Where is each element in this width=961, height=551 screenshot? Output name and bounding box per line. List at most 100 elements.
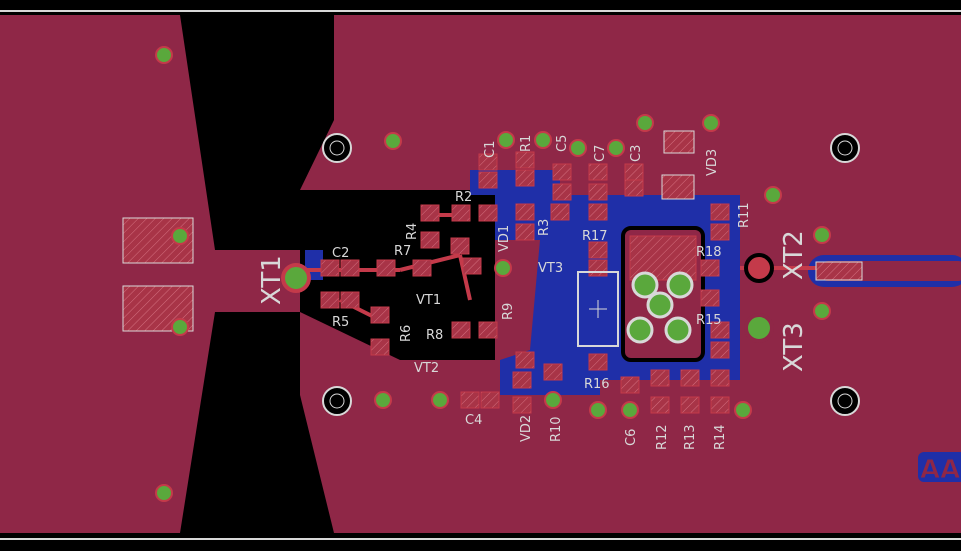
silkscreen-labels: XT1 XT2 XT3 C1 C2 C3 C4 C5 C6 C7 R1 R2 R… [257,135,809,450]
smd-pad [420,204,440,222]
label-vt1: VT1 [416,293,441,308]
label-vd3: VD3 [705,149,720,176]
smd-pad [370,306,390,324]
smd-pad [588,183,608,201]
smd-pad [512,396,532,414]
smd-pad [370,338,390,356]
label-c6: C6 [624,429,639,446]
via [155,484,173,502]
smd-pad [412,259,432,277]
label-c7: C7 [593,145,608,162]
smd-pad [650,369,670,387]
vias [155,46,831,502]
via [569,139,587,157]
vd3-pad-2 [661,174,695,200]
smd-pad [515,223,535,241]
smd-pad [515,203,535,221]
smd-pad [340,291,360,309]
label-xt1: XT1 [257,255,287,305]
smd-pad [340,259,360,277]
mounting-holes [322,133,860,416]
smd-pad [624,179,644,197]
smd-pad [624,163,644,181]
smd-pad [650,396,670,414]
label-r18: R18 [696,245,722,260]
smd-pad [420,231,440,249]
label-r4: R4 [405,223,420,240]
label-r2: R2 [455,190,472,205]
smd-pad [478,171,498,189]
copper-pour-left [0,15,300,533]
smd-pad [710,223,730,241]
via [813,302,831,320]
smd-pad [478,153,498,171]
smd-pad [588,259,608,277]
module-vias [626,271,694,344]
smd-pad [710,321,730,339]
via [534,131,552,149]
label-r3: R3 [537,219,552,236]
label-c5: C5 [555,135,570,152]
smd-pad [680,396,700,414]
via [171,318,189,336]
via [621,401,639,419]
logo-text: AA [920,455,960,485]
label-r13: R13 [683,424,698,450]
output-pad [815,261,863,281]
vd3-pad [663,130,695,154]
smd-pad [710,369,730,387]
smd-pad [515,169,535,187]
label-c4: C4 [465,413,482,428]
via [544,391,562,409]
via [607,139,625,157]
via [431,391,449,409]
label-vt3: VT3 [538,261,563,276]
smd-pad [550,203,570,221]
vt3-outline [577,271,619,347]
label-r12: R12 [655,424,670,450]
via [589,401,607,419]
smd-pad [700,259,720,277]
via [494,259,512,277]
label-r16: R16 [584,377,610,392]
label-vd1: VD1 [497,225,512,252]
via [734,401,752,419]
via [384,132,402,150]
smd-pad [451,321,471,339]
smd-pad [588,203,608,221]
smd-pad [710,341,730,359]
smd-pad [515,351,535,369]
label-r7: R7 [394,244,411,259]
label-c1: C1 [483,141,498,158]
smd-pad [451,204,471,222]
label-vd2: VD2 [519,415,534,442]
via [171,227,189,245]
isolation-area [300,190,495,360]
smd-pad [478,321,498,339]
smd-pad [480,391,500,409]
smd-pad [588,163,608,181]
smd-pad [620,376,640,394]
label-r1: R1 [519,135,534,152]
smd-pads [320,151,730,414]
smd-pad [376,259,396,277]
smd-pad [710,203,730,221]
smd-pad [512,371,532,389]
label-r6: R6 [399,325,414,342]
label-xt2: XT2 [779,230,809,280]
label-r15: R15 [696,313,722,328]
label-c2: C2 [332,246,349,261]
via [155,46,173,64]
label-r5: R5 [332,315,349,330]
label-xt3: XT3 [779,322,809,372]
label-c3: C3 [629,145,644,162]
label-vt2: VT2 [414,361,439,376]
via [764,186,782,204]
via [636,114,654,132]
smd-pad [680,369,700,387]
smd-pad [552,183,572,201]
logo-aa: AA [918,452,961,486]
smd-pad [552,163,572,181]
